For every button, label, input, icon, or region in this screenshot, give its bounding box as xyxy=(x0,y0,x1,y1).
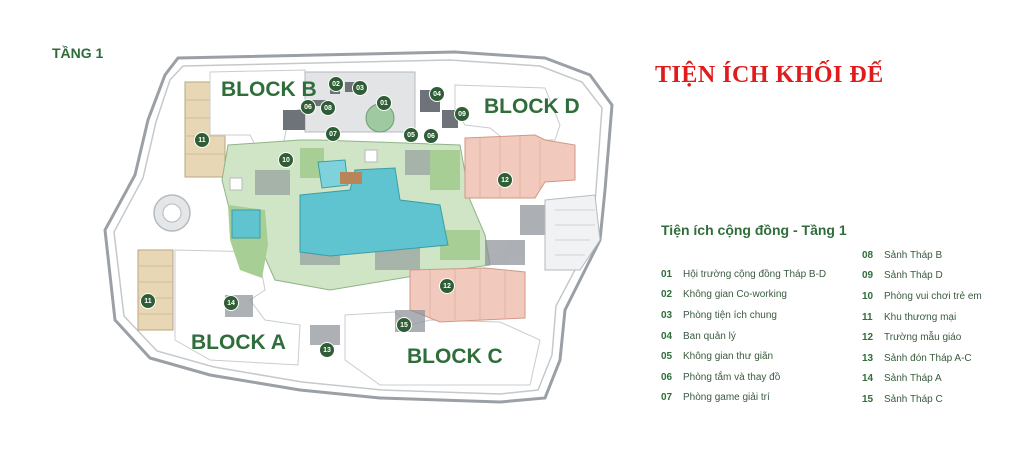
legend-number: 08 xyxy=(862,249,874,261)
legend-item: 05 Không gian thư giãn xyxy=(661,346,826,367)
legend-number: 09 xyxy=(862,270,874,282)
legend-label: Phòng vui chơi trẻ em xyxy=(884,290,982,302)
marker-06: 06 xyxy=(300,99,316,115)
legend-label: Trường mẫu giáo xyxy=(884,332,962,344)
block-a-label: BLOCK A xyxy=(191,331,286,354)
marker-14: 14 xyxy=(223,295,239,311)
legend-item: 12 Trường mẫu giáo xyxy=(862,327,982,348)
legend-item: 15 Sảnh Tháp C xyxy=(862,389,982,410)
marker-01: 01 xyxy=(376,95,392,111)
commercial-area-bottom xyxy=(137,249,174,331)
legend-number: 01 xyxy=(661,268,673,280)
legend-number: 15 xyxy=(862,393,874,405)
legend-number: 12 xyxy=(862,332,874,344)
legend-item: 10 Phòng vui chơi trẻ em xyxy=(862,286,982,307)
legend-number: 07 xyxy=(661,392,673,404)
marker-06: 06 xyxy=(423,128,439,144)
marker-04: 04 xyxy=(429,86,445,102)
legend-item: 04 Ban quản lý xyxy=(661,326,826,347)
legend-number: 11 xyxy=(862,311,873,323)
legend-number: 03 xyxy=(661,309,673,321)
legend-number: 14 xyxy=(862,373,874,385)
legend-number: 06 xyxy=(661,371,673,383)
marker-05: 05 xyxy=(403,127,419,143)
legend-label: Sảnh Tháp A xyxy=(884,373,942,385)
legend-label: Khu thương mại xyxy=(884,311,957,323)
legend-item: 11 Khu thương mại xyxy=(862,307,982,328)
marker-11: 11 xyxy=(194,132,210,148)
legend-label: Sảnh Tháp C xyxy=(884,393,943,405)
kindergarten-bottom xyxy=(409,267,526,323)
marker-08: 08 xyxy=(320,100,336,116)
marker-02: 02 xyxy=(328,76,344,92)
legend-item: 06 Phòng tắm và thay đồ xyxy=(661,367,826,388)
legend-label: Sảnh Tháp D xyxy=(884,270,943,282)
floor-label: TẦNG 1 xyxy=(52,45,104,61)
legend-item: 07 Phòng game giải trí xyxy=(661,388,826,409)
legend-item: 08 Sảnh Tháp B xyxy=(862,245,982,266)
legend-list-right: 08 Sảnh Tháp B 09 Sảnh Tháp D 10 Phòng vui … xyxy=(862,245,982,410)
legend-label: Phòng tắm và thay đồ xyxy=(683,371,781,383)
legend-number: 02 xyxy=(661,289,673,301)
marker-11: 11 xyxy=(140,293,156,309)
legend-number: 04 xyxy=(661,330,673,342)
legend-item: 13 Sảnh đón Tháp A-C xyxy=(862,348,982,369)
legend-item: 09 Sảnh Tháp D xyxy=(862,266,982,287)
legend-item: 14 Sảnh Tháp A xyxy=(862,369,982,390)
legend-item: 02 Không gian Co-working xyxy=(661,285,826,306)
legend-label: Phòng tiện ích chung xyxy=(683,309,777,321)
legend-item: 01 Hội trường cộng đồng Tháp B-D xyxy=(661,264,826,285)
legend-label: Không gian Co-working xyxy=(683,289,787,301)
marker-12: 12 xyxy=(497,172,513,188)
block-b-label: BLOCK B xyxy=(221,78,317,101)
marker-10: 10 xyxy=(278,152,294,168)
legend-label: Ban quản lý xyxy=(683,330,736,342)
page-title: TIỆN ÍCH KHỐI ĐẾ xyxy=(655,62,884,88)
block-d-label: BLOCK D xyxy=(484,95,580,118)
legend-number: 10 xyxy=(862,290,874,302)
legend-label: Phòng game giải trí xyxy=(683,392,770,404)
legend-item: 03 Phòng tiện ích chung xyxy=(661,305,826,326)
legend-label: Sảnh đón Tháp A-C xyxy=(884,352,972,364)
marker-07: 07 xyxy=(325,126,341,142)
legend-title: Tiện ích cộng đồng - Tầng 1 xyxy=(661,222,847,238)
block-c-label: BLOCK C xyxy=(407,345,503,368)
marker-13: 13 xyxy=(319,342,335,358)
legend-number: 05 xyxy=(661,351,673,363)
legend-label: Không gian thư giãn xyxy=(683,351,774,363)
legend-label: Hội trường cộng đồng Tháp B-D xyxy=(683,268,827,280)
marker-03: 03 xyxy=(352,80,368,96)
marker-15: 15 xyxy=(396,317,412,333)
marker-12: 12 xyxy=(439,278,455,294)
legend-label: Sảnh Tháp B xyxy=(884,249,943,261)
legend-number: 13 xyxy=(862,352,874,364)
marker-09: 09 xyxy=(454,106,470,122)
